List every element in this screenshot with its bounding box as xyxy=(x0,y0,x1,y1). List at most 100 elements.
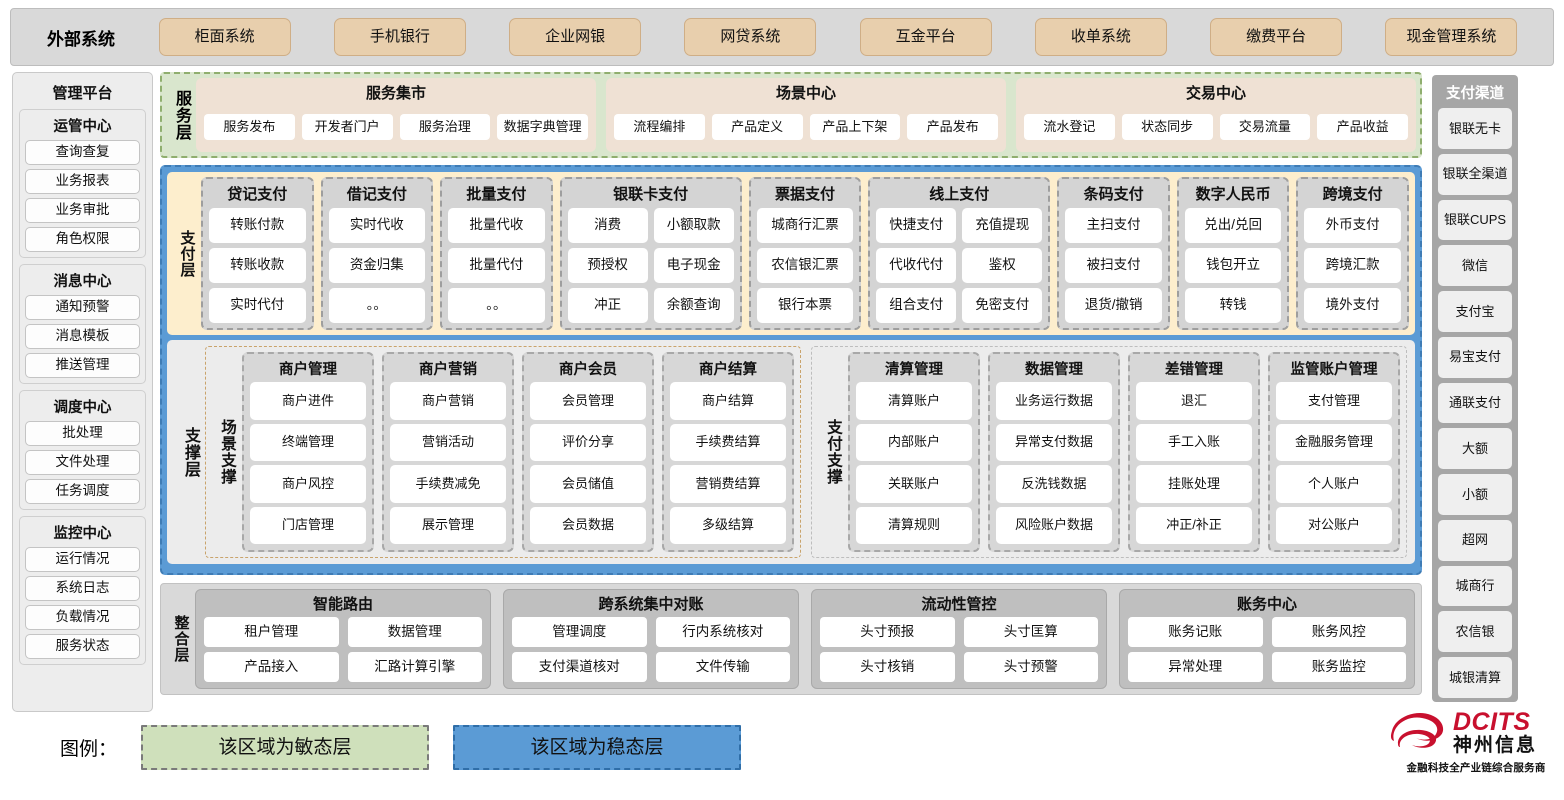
management-item[interactable]: 文件处理 xyxy=(25,450,140,475)
support-item[interactable]: 退汇 xyxy=(1136,382,1252,420)
payment-channel-item[interactable]: 超网 xyxy=(1438,520,1512,561)
service-item[interactable]: 数据字典管理 xyxy=(497,114,588,140)
support-item[interactable]: 会员数据 xyxy=(530,507,646,545)
management-item[interactable]: 查询查复 xyxy=(25,140,140,165)
payment-item[interactable]: 快捷支付 xyxy=(876,208,956,243)
payment-channel-item[interactable]: 银联无卡 xyxy=(1438,108,1512,149)
payment-item[interactable]: 。。 xyxy=(448,288,545,323)
integration-item[interactable]: 异常处理 xyxy=(1128,652,1263,682)
service-item[interactable]: 交易流量 xyxy=(1220,114,1311,140)
payment-channel-item[interactable]: 城商行 xyxy=(1438,566,1512,607)
payment-item[interactable]: 充值提现 xyxy=(962,208,1042,243)
support-item[interactable]: 门店管理 xyxy=(250,507,366,545)
payment-item[interactable]: 境外支付 xyxy=(1304,288,1401,323)
support-item[interactable]: 异常支付数据 xyxy=(996,424,1112,462)
service-item[interactable]: 服务治理 xyxy=(400,114,491,140)
integration-item[interactable]: 头寸匡算 xyxy=(964,617,1099,647)
integration-item[interactable]: 产品接入 xyxy=(204,652,339,682)
support-item[interactable]: 手续费结算 xyxy=(670,424,786,462)
management-item[interactable]: 批处理 xyxy=(25,421,140,446)
payment-item[interactable]: 跨境汇款 xyxy=(1304,248,1401,283)
payment-item[interactable]: 余额查询 xyxy=(654,288,734,323)
integration-item[interactable]: 头寸预警 xyxy=(964,652,1099,682)
support-item[interactable]: 清算账户 xyxy=(856,382,972,420)
service-item[interactable]: 产品上下架 xyxy=(810,114,901,140)
payment-item[interactable]: 被扫支付 xyxy=(1065,248,1162,283)
service-item[interactable]: 流水登记 xyxy=(1024,114,1115,140)
payment-item[interactable]: 批量代付 xyxy=(448,248,545,283)
payment-channel-item[interactable]: 小额 xyxy=(1438,474,1512,515)
payment-item[interactable]: 电子现金 xyxy=(654,248,734,283)
support-item[interactable]: 终端管理 xyxy=(250,424,366,462)
support-item[interactable]: 风险账户数据 xyxy=(996,507,1112,545)
support-item[interactable]: 商户风控 xyxy=(250,465,366,503)
payment-channel-item[interactable]: 银联CUPS xyxy=(1438,200,1512,241)
service-item[interactable]: 产品发布 xyxy=(907,114,998,140)
payment-item[interactable]: 转账付款 xyxy=(209,208,306,243)
payment-item[interactable]: 兑出/兑回 xyxy=(1185,208,1282,243)
support-item[interactable]: 冲正/补正 xyxy=(1136,507,1252,545)
service-item[interactable]: 开发者门户 xyxy=(302,114,393,140)
support-item[interactable]: 个人账户 xyxy=(1276,465,1392,503)
payment-item[interactable]: 农信银汇票 xyxy=(757,248,854,283)
support-item[interactable]: 评价分享 xyxy=(530,424,646,462)
support-item[interactable]: 展示管理 xyxy=(390,507,506,545)
external-system-chip[interactable]: 柜面系统 xyxy=(159,18,291,56)
integration-item[interactable]: 账务记账 xyxy=(1128,617,1263,647)
payment-item[interactable]: 组合支付 xyxy=(876,288,956,323)
service-item[interactable]: 产品收益 xyxy=(1317,114,1408,140)
support-item[interactable]: 反洗钱数据 xyxy=(996,465,1112,503)
support-item[interactable]: 手续费减免 xyxy=(390,465,506,503)
service-item[interactable]: 服务发布 xyxy=(204,114,295,140)
payment-item[interactable]: 外币支付 xyxy=(1304,208,1401,243)
integration-item[interactable]: 管理调度 xyxy=(512,617,647,647)
management-item[interactable]: 业务报表 xyxy=(25,169,140,194)
support-item[interactable]: 会员管理 xyxy=(530,382,646,420)
payment-item[interactable]: 资金归集 xyxy=(329,248,426,283)
payment-item[interactable]: 消费 xyxy=(568,208,648,243)
payment-item[interactable]: 银行本票 xyxy=(757,288,854,323)
payment-channel-item[interactable]: 微信 xyxy=(1438,245,1512,286)
payment-item[interactable]: 免密支付 xyxy=(962,288,1042,323)
integration-item[interactable]: 头寸核销 xyxy=(820,652,955,682)
support-item[interactable]: 商户结算 xyxy=(670,382,786,420)
integration-item[interactable]: 数据管理 xyxy=(348,617,483,647)
external-system-chip[interactable]: 手机银行 xyxy=(334,18,466,56)
support-item[interactable]: 对公账户 xyxy=(1276,507,1392,545)
integration-item[interactable]: 支付渠道核对 xyxy=(512,652,647,682)
support-item[interactable]: 营销费结算 xyxy=(670,465,786,503)
support-item[interactable]: 商户营销 xyxy=(390,382,506,420)
support-item[interactable]: 业务运行数据 xyxy=(996,382,1112,420)
payment-item[interactable]: 冲正 xyxy=(568,288,648,323)
support-item[interactable]: 金融服务管理 xyxy=(1276,424,1392,462)
support-item[interactable]: 商户进件 xyxy=(250,382,366,420)
external-system-chip[interactable]: 互金平台 xyxy=(860,18,992,56)
service-item[interactable]: 产品定义 xyxy=(712,114,803,140)
payment-item[interactable]: 批量代收 xyxy=(448,208,545,243)
payment-item[interactable]: 小额取款 xyxy=(654,208,734,243)
integration-item[interactable]: 账务监控 xyxy=(1272,652,1407,682)
payment-channel-item[interactable]: 易宝支付 xyxy=(1438,337,1512,378)
support-item[interactable]: 内部账户 xyxy=(856,424,972,462)
external-system-chip[interactable]: 收单系统 xyxy=(1035,18,1167,56)
payment-item[interactable]: 实时代收 xyxy=(329,208,426,243)
support-item[interactable]: 清算规则 xyxy=(856,507,972,545)
payment-channel-item[interactable]: 银联全渠道 xyxy=(1438,154,1512,195)
management-item[interactable]: 系统日志 xyxy=(25,576,140,601)
integration-item[interactable]: 行内系统核对 xyxy=(656,617,791,647)
payment-item[interactable]: 城商行汇票 xyxy=(757,208,854,243)
payment-item[interactable]: 主扫支付 xyxy=(1065,208,1162,243)
payment-item[interactable]: 转钱 xyxy=(1185,288,1282,323)
support-item[interactable]: 营销活动 xyxy=(390,424,506,462)
management-item[interactable]: 角色权限 xyxy=(25,227,140,252)
management-item[interactable]: 业务审批 xyxy=(25,198,140,223)
payment-channel-item[interactable]: 支付宝 xyxy=(1438,291,1512,332)
payment-channel-item[interactable]: 大额 xyxy=(1438,428,1512,469)
management-item[interactable]: 运行情况 xyxy=(25,547,140,572)
external-system-chip[interactable]: 现金管理系统 xyxy=(1385,18,1517,56)
payment-channel-item[interactable]: 农信银 xyxy=(1438,611,1512,652)
external-system-chip[interactable]: 网贷系统 xyxy=(684,18,816,56)
support-item[interactable]: 会员储值 xyxy=(530,465,646,503)
support-item[interactable]: 关联账户 xyxy=(856,465,972,503)
payment-item[interactable]: 。。 xyxy=(329,288,426,323)
